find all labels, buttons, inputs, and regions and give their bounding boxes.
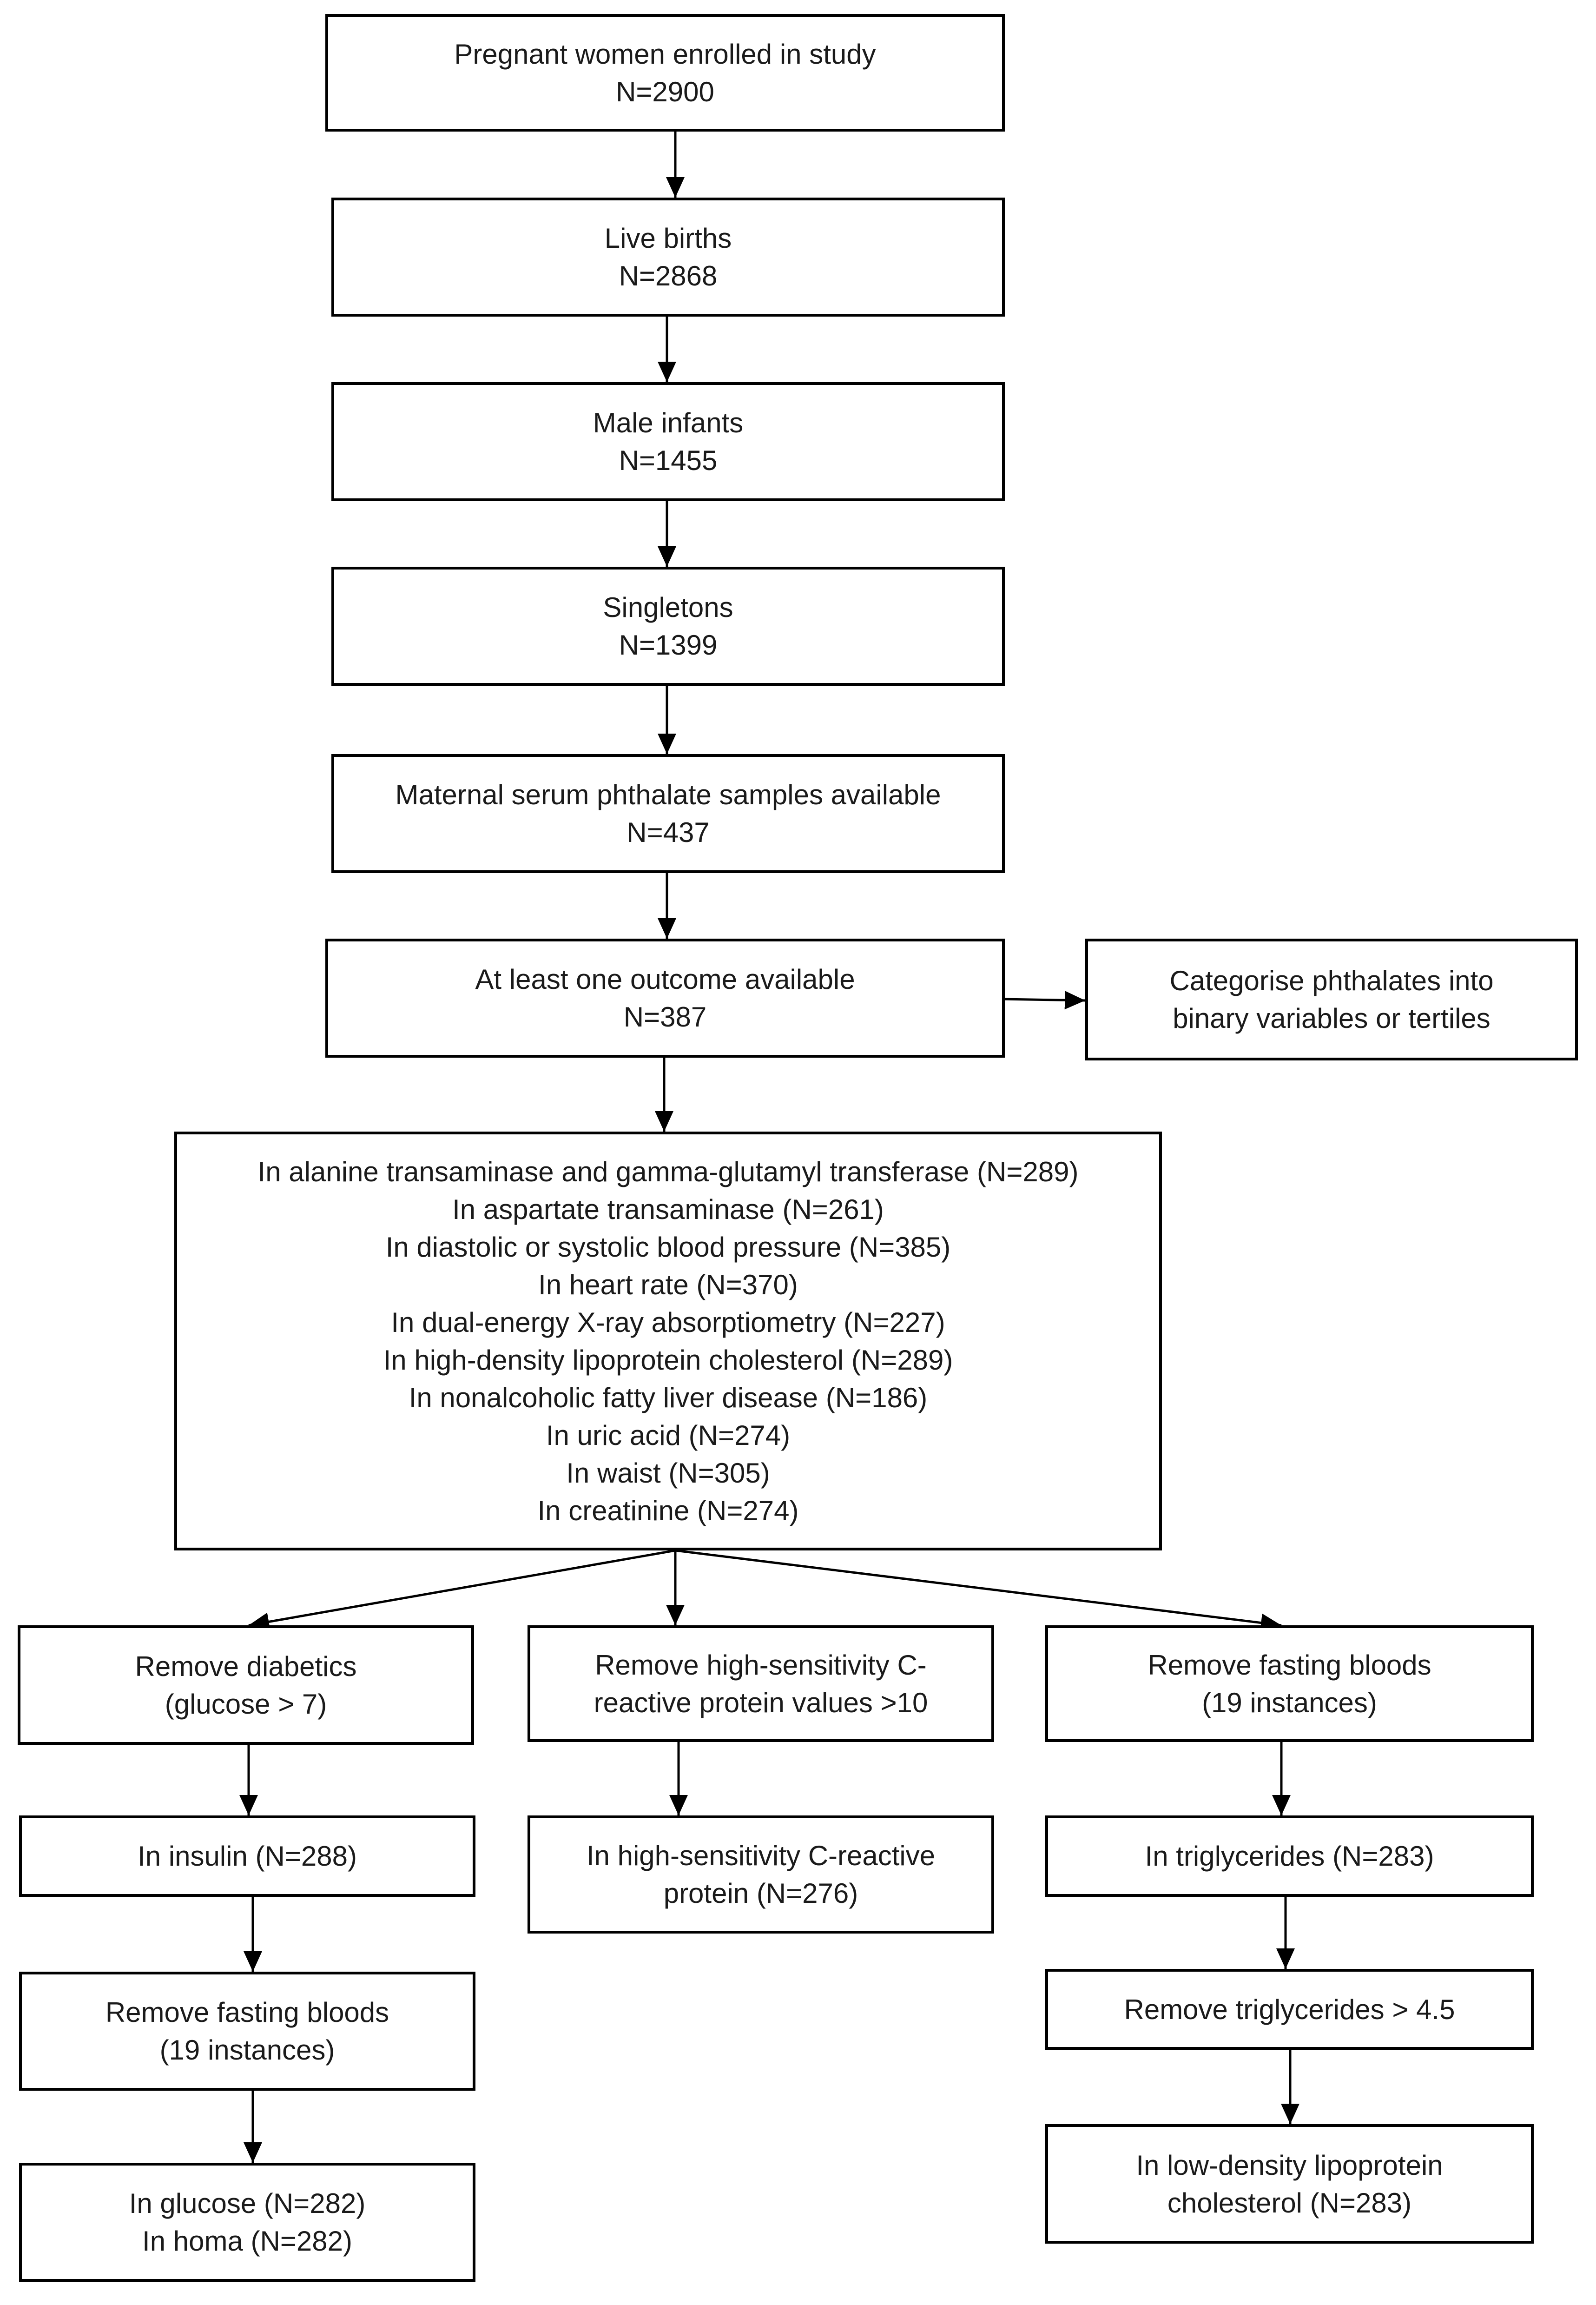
outcome-blood-pressure: In diastolic or systolic blood pressure …	[385, 1231, 951, 1263]
live-births-count: N=2868	[619, 260, 718, 291]
outcome-available-label: At least one outcome available	[475, 964, 855, 995]
outcome-available-count: N=387	[623, 1001, 707, 1033]
outcome-nafld: In nonalcoholic fatty liver disease (N=1…	[409, 1382, 928, 1413]
triglycerides-box: In triglycerides (N=283)	[1045, 1815, 1534, 1897]
arrow-outcomes-to-remove-diabetics	[248, 1549, 676, 1631]
categorise-line-2: binary variables or tertiles	[1173, 1003, 1490, 1034]
categorise-box: Categorise phthalates into binary variab…	[1085, 939, 1578, 1060]
glucose-label: In glucose (N=282)	[129, 2188, 366, 2219]
outcome-waist: In waist (N=305)	[566, 1457, 770, 1489]
arrow-outcome-to-categorise	[1002, 991, 1086, 1010]
outcome-heart-rate: In heart rate (N=370)	[538, 1269, 798, 1300]
categorise-line-1: Categorise phthalates into	[1169, 965, 1494, 996]
triglycerides-label: In triglycerides (N=283)	[1145, 1841, 1434, 1872]
singletons-label: Singletons	[603, 592, 733, 623]
remove-crp-line-2: reactive protein values >10	[594, 1687, 928, 1718]
enrolled-count: N=2900	[616, 76, 714, 107]
outcomes-box: In alanine transaminase and gamma-glutam…	[174, 1132, 1162, 1550]
phthalate-samples-count: N=437	[627, 817, 710, 848]
homa-label: In homa (N=282)	[142, 2226, 352, 2257]
remove-diabetics-box: Remove diabetics (glucose > 7)	[18, 1625, 474, 1745]
crp-line-2: protein (N=276)	[663, 1878, 858, 1909]
enrolled-box: Pregnant women enrolled in study N=2900	[325, 14, 1005, 132]
enrolled-label: Pregnant women enrolled in study	[454, 38, 876, 70]
arrow-outcomes-to-remove-fasting-right	[675, 1549, 1282, 1632]
remove-fasting-right-box: Remove fasting bloods (19 instances)	[1045, 1625, 1534, 1742]
remove-fasting-left-box: Remove fasting bloods (19 instances)	[19, 1972, 475, 2091]
insulin-box: In insulin (N=288)	[19, 1815, 475, 1897]
outcome-alt-ggt: In alanine transaminase and gamma-glutam…	[257, 1156, 1079, 1187]
male-infants-box: Male infants N=1455	[331, 382, 1005, 501]
outcome-available-box: At least one outcome available N=387	[325, 939, 1005, 1058]
remove-fasting-left-line-1: Remove fasting bloods	[105, 1997, 389, 2028]
male-infants-count: N=1455	[619, 445, 718, 476]
male-infants-label: Male infants	[593, 407, 744, 438]
singletons-count: N=1399	[619, 629, 718, 661]
outcome-hdl: In high-density lipoprotein cholesterol …	[383, 1344, 953, 1376]
remove-triglycerides-box: Remove triglycerides > 4.5	[1045, 1969, 1534, 2050]
outcome-dxa: In dual-energy X-ray absorptiometry (N=2…	[391, 1306, 945, 1338]
live-births-label: Live births	[604, 223, 732, 254]
outcome-uric-acid: In uric acid (N=274)	[546, 1419, 791, 1451]
crp-line-1: In high-sensitivity C-reactive	[586, 1840, 936, 1871]
ldl-line-2: cholesterol (N=283)	[1167, 2187, 1412, 2219]
remove-diabetics-line-1: Remove diabetics	[135, 1650, 357, 1682]
remove-diabetics-line-2: (glucose > 7)	[165, 1688, 327, 1720]
remove-fasting-right-line-2: (19 instances)	[1202, 1687, 1377, 1718]
ldl-line-1: In low-density lipoprotein	[1136, 2149, 1443, 2181]
outcome-creatinine: In creatinine (N=274)	[537, 1495, 799, 1526]
remove-crp-box: Remove high-sensitivity C- reactive prot…	[528, 1625, 994, 1742]
remove-triglycerides-label: Remove triglycerides > 4.5	[1124, 1994, 1455, 2025]
phthalate-samples-label: Maternal serum phthalate samples availab…	[395, 779, 941, 810]
live-births-box: Live births N=2868	[331, 198, 1005, 317]
crp-box: In high-sensitivity C-reactive protein (…	[528, 1815, 994, 1934]
remove-crp-line-1: Remove high-sensitivity C-	[595, 1649, 927, 1681]
remove-fasting-right-line-1: Remove fasting bloods	[1148, 1649, 1431, 1681]
ldl-box: In low-density lipoprotein cholesterol (…	[1045, 2124, 1534, 2244]
phthalate-samples-box: Maternal serum phthalate samples availab…	[331, 754, 1005, 873]
remove-fasting-left-line-2: (19 instances)	[159, 2034, 335, 2066]
singletons-box: Singletons N=1399	[331, 567, 1005, 686]
outcome-ast: In aspartate transaminase (N=261)	[452, 1193, 884, 1225]
glucose-homa-box: In glucose (N=282) In homa (N=282)	[19, 2163, 475, 2282]
insulin-label: In insulin (N=288)	[138, 1841, 357, 1872]
